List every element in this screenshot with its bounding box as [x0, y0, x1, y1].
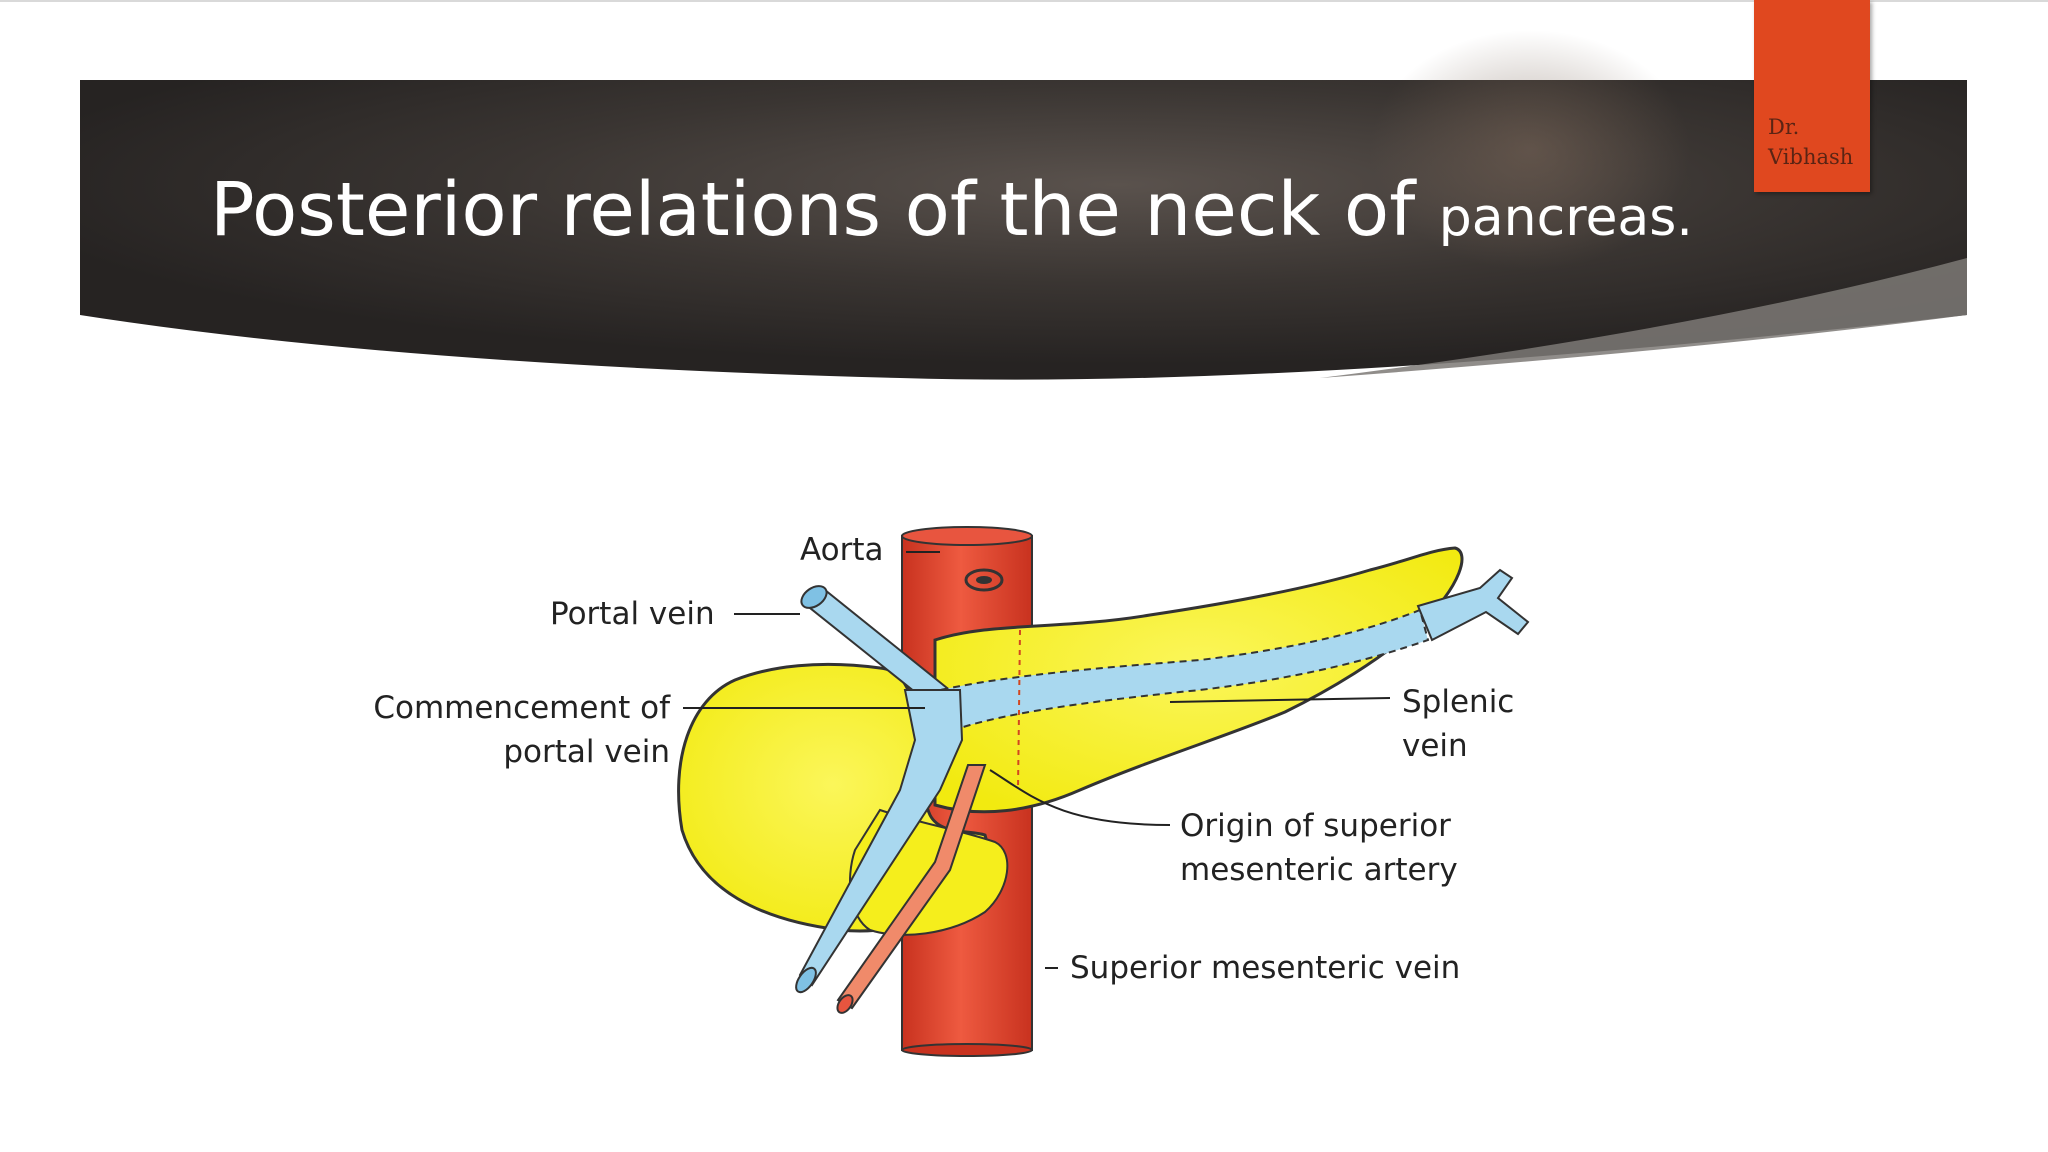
label-portal-vein: Portal vein	[550, 596, 715, 632]
label-splenic-line1: Splenic	[1402, 684, 1514, 720]
label-commencement-line2: portal vein	[503, 734, 670, 770]
author-line1: Dr.	[1768, 115, 1800, 139]
author-line2: Vibhash	[1768, 145, 1854, 169]
title-main: Posterior relations of the neck of	[210, 167, 1416, 253]
pointer-lines	[683, 551, 1391, 969]
label-sma-line1: Origin of superior	[1180, 808, 1451, 844]
top-border	[0, 0, 2048, 2]
aorta-hidden-outline	[1017, 629, 1021, 791]
title-end: pancreas.	[1438, 188, 1693, 248]
portal-venous-system	[795, 568, 1530, 994]
author-tag: Dr. Vibhash	[1754, 0, 1870, 192]
header-banner	[80, 30, 1967, 380]
superior-mesenteric-artery	[836, 764, 987, 1014]
label-splenic-line2: vein	[1402, 728, 1468, 764]
label-smv: Superior mesenteric vein	[1070, 950, 1460, 986]
label-commencement-line1: Commencement of	[373, 690, 671, 726]
label-sma-line2: mesenteric artery	[1180, 852, 1458, 888]
label-aorta: Aorta	[800, 532, 884, 568]
author-text: Dr. Vibhash	[1768, 112, 1853, 172]
slide-title: Posterior relations of the neck of pancr…	[210, 165, 1693, 263]
